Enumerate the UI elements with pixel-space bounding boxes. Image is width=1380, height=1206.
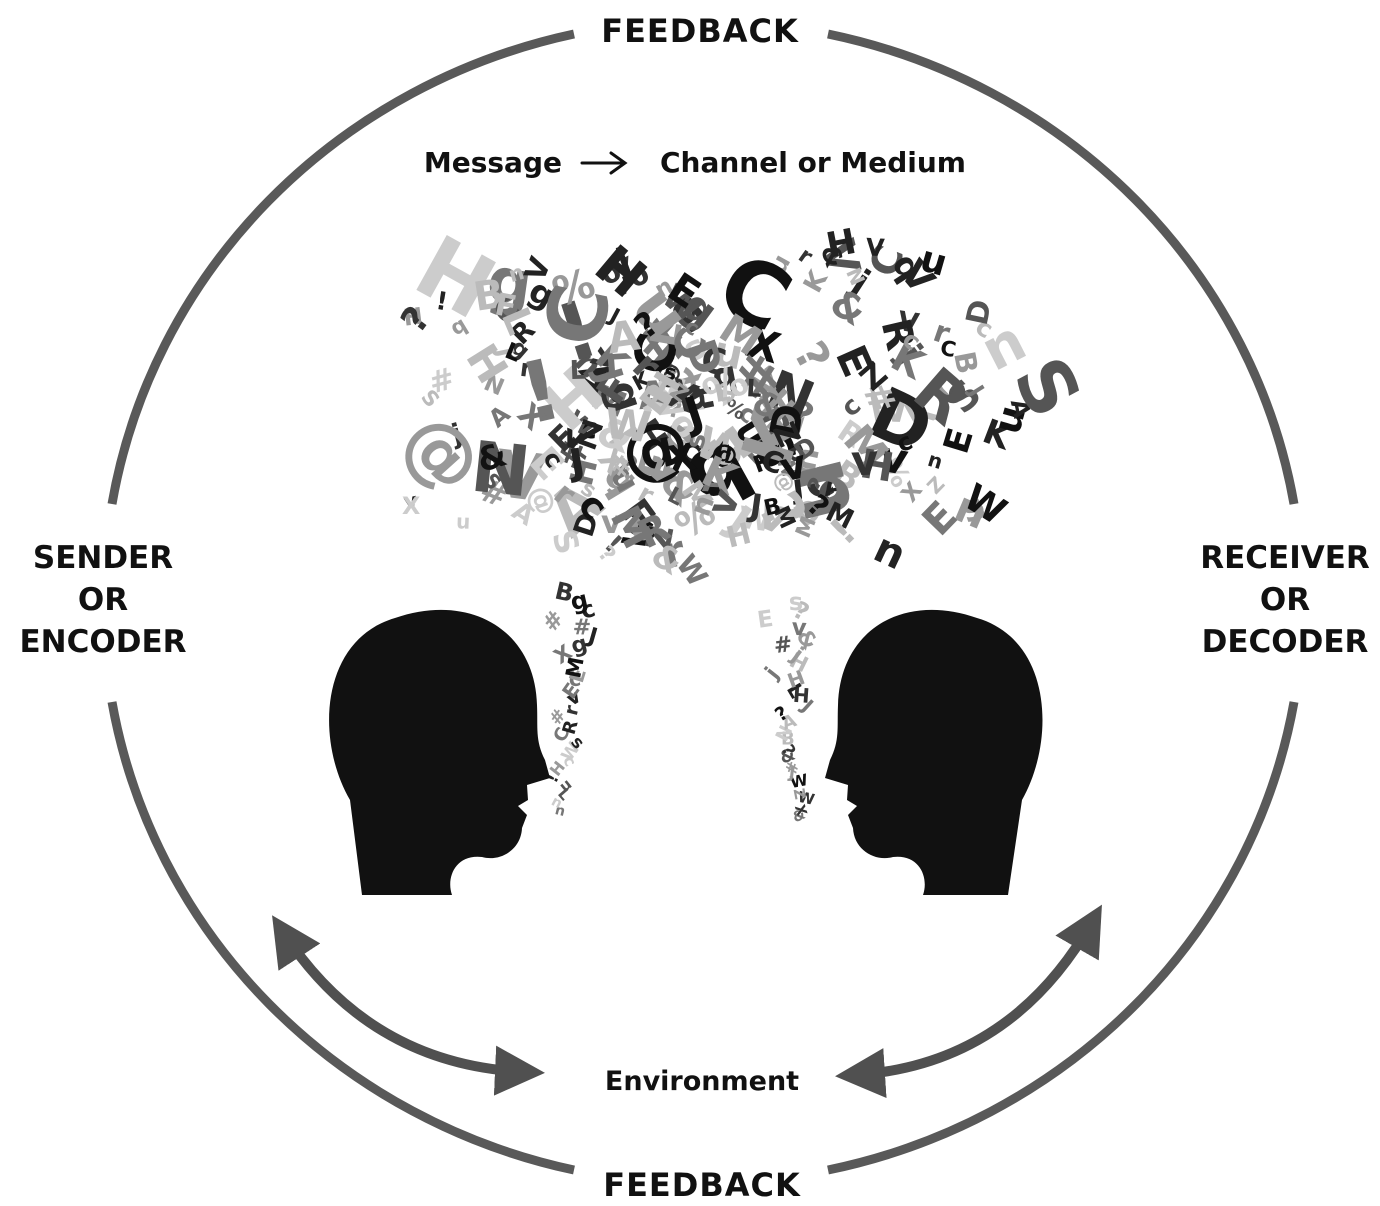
cloud-glyph: g <box>568 585 591 616</box>
cloud-glyph: n <box>867 523 914 579</box>
cloud-glyph: n <box>553 802 567 820</box>
cloud-glyph: v <box>791 615 807 642</box>
cloud-glyph: N <box>467 426 534 514</box>
cloud-glyph: E <box>564 665 591 685</box>
receiver-label: RECEIVER OR DECODER <box>1200 540 1370 660</box>
cloud-glyph: R <box>559 718 583 737</box>
cloud-glyph: C <box>700 342 728 384</box>
cloud-glyph: H <box>857 441 897 492</box>
cloud-glyph: s <box>680 430 713 452</box>
cloud-glyph: # <box>781 759 803 777</box>
cloud-glyph: E <box>756 606 775 634</box>
cloud-glyph: X <box>791 803 810 818</box>
receiver-environment-arrow <box>835 904 1102 1099</box>
cloud-glyph: & <box>790 807 808 827</box>
cloud-glyph: V <box>865 233 885 262</box>
cloud-glyph: # <box>572 615 591 640</box>
cloud-glyph: Z <box>790 787 810 801</box>
cloud-glyph: ! <box>434 286 450 316</box>
sender-label-line2: OR <box>78 582 128 618</box>
cloud-glyph: A <box>701 460 728 500</box>
cloud-glyph: n <box>506 260 527 287</box>
cloud-glyph: V <box>896 306 922 340</box>
cloud-glyph: c <box>579 410 600 446</box>
cloud-glyph: B <box>781 728 795 749</box>
cloud-glyph: s <box>788 588 803 616</box>
cloud-glyph: W <box>602 399 653 453</box>
sender-head-icon <box>329 609 550 895</box>
cloud-glyph: X <box>402 492 421 520</box>
cloud-glyph: v <box>402 488 420 514</box>
environment-label: Environment <box>605 1066 799 1097</box>
cloud-glyph: J <box>787 763 796 783</box>
cloud-glyph: V <box>491 437 550 518</box>
cloud-glyph: ? <box>665 396 684 424</box>
cloud-glyph: c <box>567 666 582 692</box>
cloud-glyph: g <box>569 631 590 659</box>
circle-arc-bottom-right <box>827 701 1299 1175</box>
feedback-bottom-label: FEEDBACK <box>603 1166 801 1201</box>
cloud-glyph: W <box>868 390 908 431</box>
sender-label-line3: ENCODER <box>19 624 186 660</box>
cloud-glyph: ? <box>593 542 621 567</box>
circle-arc-bottom-left <box>107 701 575 1175</box>
cloud-glyph: W <box>796 788 816 809</box>
cloud-glyph: H <box>823 222 859 267</box>
cloud-glyph: L <box>795 451 813 478</box>
receiver-label-line1: RECEIVER <box>1200 540 1370 576</box>
cloud-glyph: s <box>642 519 656 544</box>
feedback-circle <box>107 29 1299 1175</box>
cloud-glyph: v <box>601 503 622 541</box>
cloud-glyph: s <box>662 359 679 385</box>
sender-label: SENDER OR ENCODER <box>19 540 186 660</box>
cloud-glyph: v <box>850 435 880 485</box>
cloud-glyph: W <box>788 770 809 792</box>
channel-label: Channel or Medium <box>660 146 966 179</box>
sender-label-line1: SENDER <box>33 540 173 576</box>
cloud-glyph: j <box>759 663 783 684</box>
right-arrow-icon <box>580 151 628 175</box>
cloud-glyph: L <box>746 374 763 403</box>
cloud-glyph: g <box>483 243 537 321</box>
cloud-glyph: B <box>471 271 508 321</box>
cloud-glyph: & <box>777 744 798 768</box>
cloud-glyph: M <box>561 655 589 680</box>
cloud-glyph: L <box>569 356 587 387</box>
cloud-glyph: B <box>761 494 783 522</box>
circle-arc-top-right <box>827 29 1299 505</box>
cloud-glyph: W <box>736 500 774 539</box>
cloud-glyph: C <box>938 336 958 363</box>
cloud-glyph: H <box>402 304 424 332</box>
cloud-glyph: H <box>792 683 810 708</box>
cloud-glyph: n <box>925 447 946 474</box>
feedback-top-label: FEEDBACK <box>601 12 799 50</box>
cloud-glyph: # <box>538 606 570 637</box>
sender-environment-arrow <box>272 915 545 1096</box>
cloud-glyph: L <box>712 378 732 408</box>
cloud-glyph: @ <box>614 403 696 493</box>
cloud-glyph: H <box>784 665 808 693</box>
receiver-label-line3: DECODER <box>1202 624 1369 660</box>
cloud-glyph: # <box>772 632 793 659</box>
cloud-glyph: s <box>678 415 698 452</box>
receiver-label-line2: OR <box>1260 582 1310 618</box>
cloud-glyph: n <box>518 354 538 384</box>
cloud-glyph: u <box>456 509 471 533</box>
cloud-glyph: X <box>664 435 699 482</box>
message-label: Message <box>424 146 562 179</box>
cloud-glyph: D <box>761 400 814 442</box>
circle-arc-top-left <box>107 29 575 505</box>
cloud-glyph: A <box>637 372 670 418</box>
cloud-glyph: A <box>604 310 643 363</box>
receiver-head-icon <box>825 609 1043 895</box>
